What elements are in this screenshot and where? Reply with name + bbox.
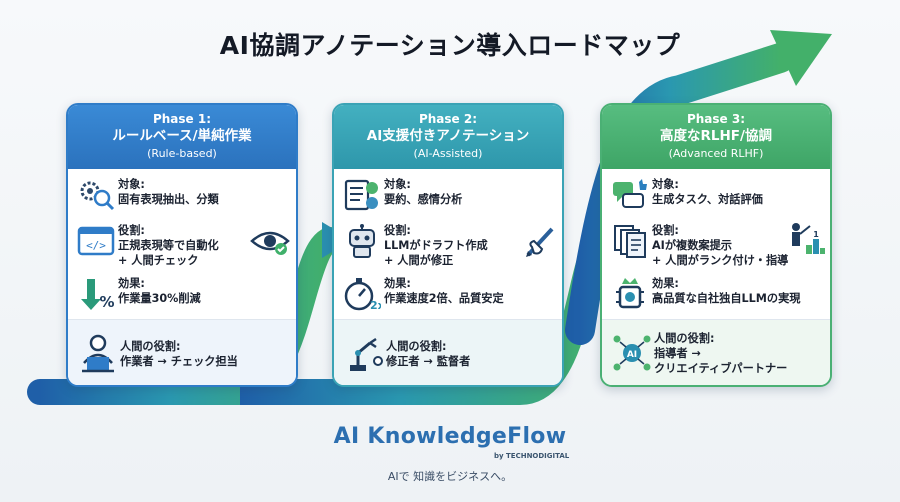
ai-network-badge: AI <box>627 350 637 360</box>
teacher-ranking-icon: 1 <box>786 221 826 259</box>
phase-3-human-label: 人間の役割: <box>654 332 715 345</box>
hand-pen-icon <box>522 225 556 263</box>
phase-1-title: ルールベース/単純作業 <box>112 128 252 144</box>
stopwatch-2x-icon: 2x <box>340 274 384 314</box>
brand-tagline: AIで 知識をビジネスへ。 <box>387 470 513 483</box>
svg-text:</>: </> <box>86 239 106 252</box>
phase-3-role-value: AIが複数案提示 <box>652 239 732 252</box>
phase-2-role-value-2: + 人間が修正 <box>384 254 454 267</box>
phase-2-human-label: 人間の役割: <box>386 339 447 353</box>
phase-3-subtitle: (Advanced RLHF) <box>668 147 764 160</box>
phase-2-header: Phase 2: AI支援付きアノテーション (AI-Assisted) <box>334 105 562 169</box>
phase-1-subtitle: (Rule-based) <box>147 147 217 160</box>
phase-1-target-label: 対象: <box>118 178 145 191</box>
phase-3-target-value: 生成タスク、対話評価 <box>652 193 763 206</box>
phase-3-header: Phase 3: 高度なRLHF/協調 (Advanced RLHF) <box>602 105 830 169</box>
phase-3-target-label: 対象: <box>652 178 679 191</box>
robot-icon <box>340 221 384 261</box>
phase-3-target-row: 対象: 生成タスク、対話評価 <box>608 175 824 215</box>
phase-3-human-role: AI 人間の役割: 指導者 → クリエイティブパートナー <box>602 319 830 385</box>
phase-3-title: 高度なRLHF/協調 <box>660 128 772 144</box>
phase-1-effect-label: 効果: <box>118 277 145 290</box>
phase-3-role-row: 役割: AIが複数案提示 + 人間がランク付け・指導 1 <box>608 221 826 268</box>
phase-2-title: AI支援付きアノテーション <box>366 128 530 144</box>
ai-network-icon: AI <box>610 333 654 373</box>
phase-3-role-value-2: + 人間がランク付け・指導 <box>652 254 789 267</box>
brand-by: by TECHNODIGITAL <box>494 452 570 460</box>
phase-1-card: Phase 1: ルールベース/単純作業 (Rule-based) 対象: 固有表… <box>66 103 298 387</box>
stopwatch-badge: 2x <box>370 299 381 312</box>
phase-3-effect-label: 効果: <box>652 277 679 290</box>
gears-search-icon <box>74 175 118 215</box>
phase-1-human-value: 作業者 → チェック担当 <box>120 354 238 368</box>
robot-arm-icon <box>342 333 386 373</box>
eye-check-icon <box>250 227 290 261</box>
phase-1-header: Phase 1: ルールベース/単純作業 (Rule-based) <box>68 105 296 169</box>
phase-2-subtitle: (AI-Assisted) <box>413 147 483 160</box>
ai-chip-crown-icon <box>608 274 652 314</box>
chat-thumbs-icon <box>608 175 652 215</box>
down-percent-icon: % <box>74 274 118 314</box>
phase-2-effect-row: 2x 効果: 作業速度2倍、品質安定 <box>340 274 556 314</box>
brand-name: AI KnowledgeFlow <box>333 424 567 449</box>
phase-3-human-value: 指導者 → <box>654 347 701 360</box>
phase-2-human-value: 修正者 → 監督者 <box>386 354 471 368</box>
phase-2-target-value: 要約、感情分析 <box>384 193 463 206</box>
documents-icon <box>608 221 652 261</box>
phase-3-label: Phase 3: <box>686 112 746 126</box>
phase-1-target-value: 固有表現抽出、分類 <box>118 193 219 206</box>
phase-3-effect-value: 高品質な自社独自LLMの実現 <box>652 292 801 305</box>
phase-2-target-label: 対象: <box>384 178 411 191</box>
phase-1-effect-value: 作業量30%削減 <box>118 292 201 305</box>
phase-2-role-row: 役割: LLMがドラフト作成 + 人間が修正 <box>340 221 556 268</box>
phase-1-role-row: </> 役割: 正規表現等で自動化 + 人間チェック <box>74 221 290 268</box>
phase-2-card: Phase 2: AI支援付きアノテーション (AI-Assisted) 対象:… <box>332 103 564 387</box>
phase-1-role-value: 正規表現等で自動化 <box>118 239 219 252</box>
page-title: AI協調アノテーション導入ロードマップ <box>219 31 681 60</box>
phase-2-label: Phase 2: <box>418 112 478 126</box>
phase-2-role-label: 役割: <box>384 224 411 237</box>
phase-3-card: Phase 3: 高度なRLHF/協調 (Advanced RLHF) 対象: 生… <box>600 103 832 387</box>
phase-2-effect-label: 効果: <box>384 277 411 290</box>
phase-3-human-value-2: クリエイティブパートナー <box>654 362 788 375</box>
sentiment-document-icon <box>340 175 384 215</box>
phase-1-role-label: 役割: <box>118 224 145 237</box>
code-window-icon: </> <box>74 221 118 261</box>
phase-2-human-role: 人間の役割:修正者 → 監督者 <box>334 319 562 385</box>
phase-1-target-row: 対象: 固有表現抽出、分類 <box>74 175 290 215</box>
brand-logo: AI KnowledgeFlow <box>0 424 900 449</box>
phase-2-effect-value: 作業速度2倍、品質安定 <box>384 292 504 305</box>
svg-text:%: % <box>99 293 114 311</box>
phase-3-effect-row: 効果: 高品質な自社独自LLMの実現 <box>608 274 824 314</box>
phase-1-label: Phase 1: <box>152 112 212 126</box>
phase-1-effect-row: % 効果: 作業量30%削減 <box>74 274 290 314</box>
phase-2-role-value: LLMがドラフト作成 <box>384 239 488 252</box>
worker-computer-icon <box>76 333 120 373</box>
phase-1-role-value-2: + 人間チェック <box>118 254 199 267</box>
phase-1-human-role: 人間の役割:作業者 → チェック担当 <box>68 319 296 385</box>
phase-3-role-label: 役割: <box>652 224 679 237</box>
phase-1-human-label: 人間の役割: <box>120 339 181 353</box>
phase-2-target-row: 対象: 要約、感情分析 <box>340 175 556 215</box>
ranking-badge: 1 <box>813 230 819 239</box>
